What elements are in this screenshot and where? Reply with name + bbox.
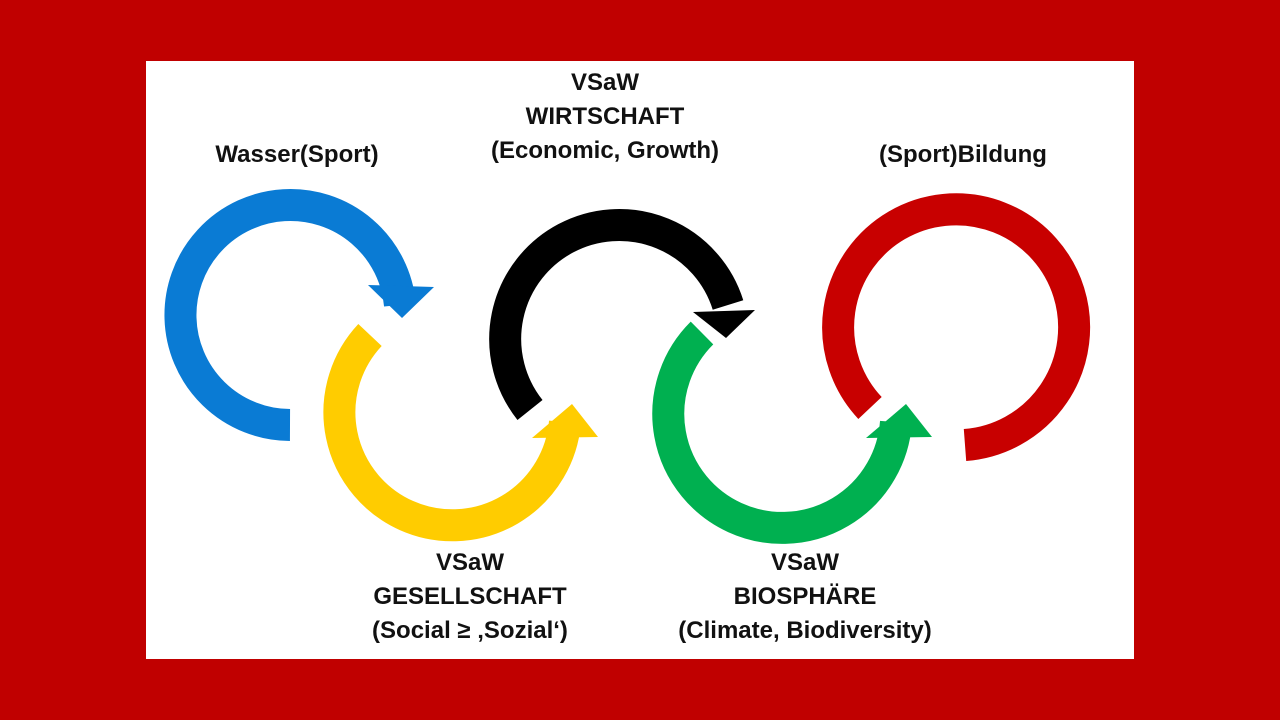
green-ring-arrow [652, 321, 932, 544]
label-gesellschaft: VSaW GESELLSCHAFT (Social ≥ ‚Sozial‘) [372, 549, 568, 644]
white-panel [146, 61, 1134, 659]
red-ring-arrow [822, 193, 1091, 461]
label-wasser-sport: Wasser(Sport) [215, 141, 379, 168]
label-sport-bildung: (Sport)Bildung [879, 141, 1047, 168]
yellow-ring-arrow [323, 324, 598, 542]
label-wirtschaft: VSaW WIRTSCHAFT (Economic, Growth) [491, 69, 719, 164]
blue-ring-arrow [164, 189, 434, 441]
black-ring-arrow [489, 209, 755, 420]
label-biosphaere: VSaW BIOSPHÄRE (Climate, Biodiversity) [678, 549, 932, 644]
